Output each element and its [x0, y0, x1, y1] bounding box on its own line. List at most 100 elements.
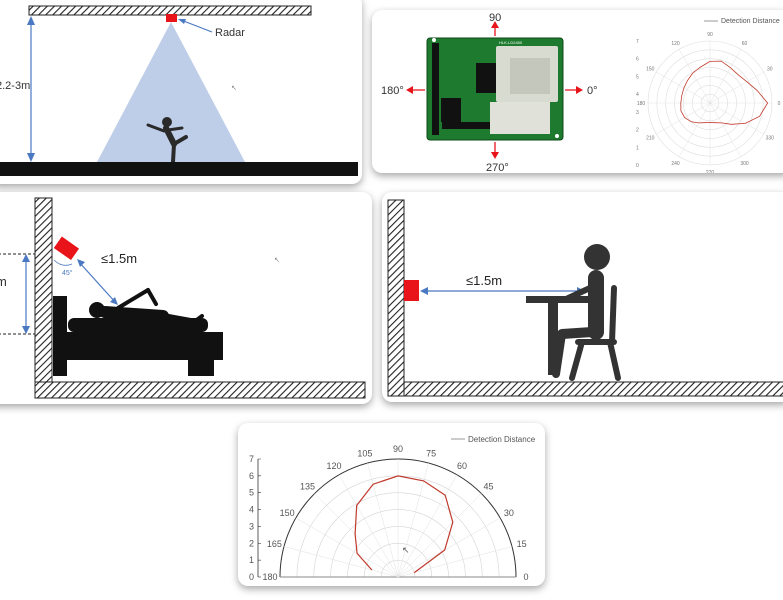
- bed-mount-panel: m 45° ≤1.5m ↖: [0, 192, 372, 404]
- radar-module-board: HLK-LD2450: [426, 37, 564, 141]
- chair-icon: [569, 285, 621, 381]
- polar-angle-tick: 45: [484, 481, 494, 491]
- polar-angle-tick: 90: [707, 32, 713, 38]
- polar-angle-tick: 270: [706, 170, 715, 173]
- floor-hatched: [403, 381, 783, 397]
- height-arrow-top: [22, 254, 30, 262]
- seated-person-icon: [552, 244, 610, 378]
- polar-angle-tick: 210: [646, 136, 655, 142]
- polar-spoke: [678, 102, 711, 157]
- legend-label: Detection Distance: [468, 435, 536, 444]
- polar-spoke: [397, 517, 501, 578]
- height-arrow-bottom: [22, 326, 30, 334]
- angle-90-label: 90: [489, 12, 501, 24]
- polar-radius-tick: 0: [636, 163, 639, 169]
- desk-mount-panel: ≤1.5m: [382, 192, 783, 402]
- wall: [34, 197, 53, 383]
- wall: [387, 199, 405, 397]
- left-arrow-head: [406, 86, 413, 94]
- ceiling-mount-panel: Radar 2.2-3m ↖: [0, 0, 362, 184]
- polar-angle-tick: 60: [742, 41, 748, 47]
- chip-text: HLK-LD2450: [499, 40, 523, 45]
- radar-label: Radar: [215, 27, 245, 39]
- radar-sensor: [166, 14, 177, 22]
- polar-radius-tick: 6: [249, 471, 254, 481]
- polar-angle-tick: 300: [740, 161, 749, 167]
- polar-angle-tick: 120: [326, 461, 341, 471]
- polar-angle-tick: 150: [646, 67, 655, 73]
- polar-angle-tick: 90: [393, 444, 403, 454]
- cursor-icon: ↖: [231, 85, 237, 92]
- polar-spoke: [397, 462, 429, 578]
- up-arrow-head: [491, 21, 499, 28]
- legend-label: Detection Distance: [721, 18, 780, 25]
- polar-spoke: [709, 71, 764, 104]
- polar-spoke: [397, 474, 458, 578]
- polar-angle-tick: 60: [457, 461, 467, 471]
- polar-angle-tick: 165: [267, 539, 282, 549]
- ceiling: [28, 5, 312, 16]
- detection-trace: [354, 475, 454, 574]
- lying-person-icon: [89, 288, 204, 325]
- right-arrow-head: [576, 86, 583, 94]
- falling-person-icon: [146, 117, 188, 164]
- polar-spoke: [367, 462, 399, 578]
- polar-radius-tick: 1: [636, 145, 639, 151]
- polar-spoke: [397, 493, 482, 578]
- floor: [0, 162, 358, 176]
- polar-radius-tick: 4: [249, 505, 254, 515]
- distance-label: ≤1.5m: [101, 251, 137, 266]
- polar-spoke: [295, 517, 399, 578]
- polar-spoke: [656, 71, 711, 104]
- distance-line: [78, 261, 117, 304]
- polar-spoke: [678, 49, 711, 104]
- polar-chart-full: 030609012015018021024027030033001234567D…: [636, 18, 781, 173]
- tilt-angle-arc: [53, 259, 73, 266]
- height-arrow-top: [27, 16, 35, 25]
- polar-angle-tick: 75: [426, 448, 436, 458]
- polar-radius-tick: 7: [249, 454, 254, 464]
- detection-cone: [97, 22, 245, 162]
- polar-angle-tick: 240: [671, 161, 680, 167]
- polar-angle-tick: 120: [671, 41, 680, 47]
- down-arrow-head: [491, 152, 499, 159]
- radar-pointer-arrow: [180, 19, 213, 33]
- polar-angle-tick: 135: [300, 481, 315, 491]
- polar-angle-tick: 180: [262, 572, 277, 582]
- polar-radius-tick: 2: [636, 128, 639, 134]
- polar-radius-tick: 4: [636, 92, 639, 98]
- polar-angle-tick: 15: [517, 539, 527, 549]
- polar-radius-tick: 6: [636, 57, 639, 63]
- radar-pointer-head: [178, 19, 186, 24]
- radar-sensor: [53, 236, 80, 261]
- polar-spoke: [283, 546, 399, 578]
- distance-arrow-start: [420, 287, 428, 295]
- polar-angle-tick: 30: [504, 508, 514, 518]
- height-label: 2.2-3m: [0, 80, 30, 92]
- angle-0-label: 0°: [587, 85, 598, 97]
- polar-angle-tick: 330: [766, 136, 775, 142]
- polar-radius-tick: 3: [636, 110, 639, 116]
- polar-angle-tick: 0: [778, 101, 781, 107]
- polar-radius-tick: 7: [636, 39, 639, 45]
- polar-spoke: [397, 546, 513, 578]
- polar-angle-tick: 180: [637, 101, 646, 107]
- polar-spoke: [709, 102, 742, 157]
- polar-spoke: [338, 474, 399, 578]
- polar-angle-tick: 150: [280, 508, 295, 518]
- distance-arrow-end: [110, 297, 118, 305]
- angle-180-label: 180°: [381, 85, 404, 97]
- distance-label: ≤1.5m: [466, 273, 502, 288]
- desk-icon: [526, 296, 590, 375]
- angle-270-label: 270°: [486, 162, 509, 173]
- polar-spoke: [314, 493, 399, 578]
- polar-radius-tick: 0: [249, 572, 254, 582]
- polar-spoke: [709, 49, 742, 104]
- polar-angle-tick: 30: [767, 67, 773, 73]
- polar-spoke: [709, 102, 764, 135]
- distance-arrow-start: [77, 259, 85, 267]
- height-label: m: [0, 274, 7, 289]
- cursor-icon: ↖: [402, 545, 410, 555]
- polar-radius-tick: 3: [249, 521, 254, 531]
